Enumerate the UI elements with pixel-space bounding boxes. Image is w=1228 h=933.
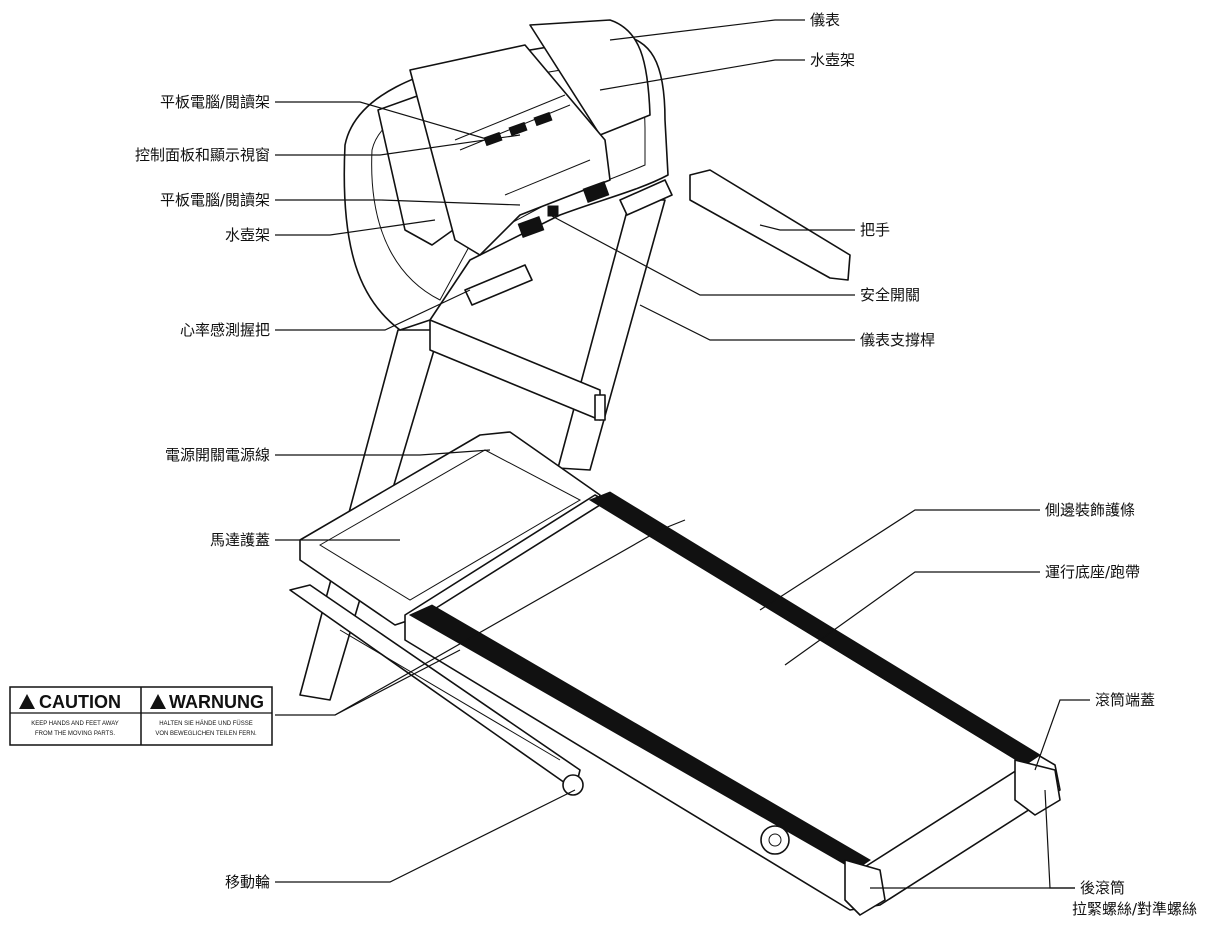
treadmill-illustration <box>289 19 1061 916</box>
caution-text-line1: KEEP HANDS AND FEET AWAY <box>31 721 119 727</box>
base-frame-left <box>289 584 581 791</box>
transport-wheel-rear <box>760 825 790 855</box>
label-roller-end-cap: 滾筒端蓋 <box>1095 691 1155 709</box>
callout-labels: 儀表 水壺架 平板電腦/閱讀架 控制面板和顯示視窗 平板電腦/閱讀架 水壺架 把… <box>135 11 1197 918</box>
left-side-rail <box>408 604 871 871</box>
warnung-title: WARNUNG <box>169 692 264 712</box>
right-upright <box>557 199 666 471</box>
label-console-upright: 儀表支撐桿 <box>860 331 935 349</box>
label-bottle-holder-left: 水壺架 <box>225 226 270 244</box>
rear-end-cap-right <box>1014 759 1061 816</box>
label-tension-bolts: 拉緊螺絲/對準螺絲 <box>1072 900 1197 918</box>
caution-text-line2: FROM THE MOVING PARTS. <box>35 731 115 737</box>
label-side-rail: 側邊裝飾護條 <box>1045 501 1135 519</box>
warnung-warning-icon <box>150 694 166 709</box>
caution-title: CAUTION <box>39 692 121 712</box>
label-control-panel: 控制面板和顯示視窗 <box>135 146 270 164</box>
warnung-text-line2: VON BEWEGLICHEN TEILEN FERN. <box>155 731 257 737</box>
hr-grip-left <box>464 264 533 306</box>
left-bottle-holder <box>377 94 461 246</box>
label-tablet-holder-bottom: 平板電腦/閱讀架 <box>160 191 270 209</box>
callout-lines <box>275 19 1090 889</box>
label-handlebar: 把手 <box>860 221 890 239</box>
rear-end-cap-left <box>844 859 886 916</box>
label-heart-rate-grip: 心率感測握把 <box>180 321 270 339</box>
label-console: 儀表 <box>810 11 840 29</box>
label-motor-hood: 馬達護蓋 <box>210 531 270 549</box>
hr-grip-right <box>619 179 673 216</box>
label-tablet-holder-top: 平板電腦/閱讀架 <box>160 93 270 111</box>
label-bottle-holder-right: 水壺架 <box>810 51 855 69</box>
right-bottle-holder <box>529 19 651 136</box>
label-safety-key: 安全開關 <box>860 286 920 304</box>
transport-wheel-front <box>562 774 584 796</box>
right-handlebar <box>689 169 851 281</box>
warning-sign: CAUTION WARNUNG KEEP HANDS AND FEET AWAY… <box>9 686 273 746</box>
lower-crossbar <box>429 319 601 421</box>
label-deck-belt: 運行底座/跑帶 <box>1045 563 1140 581</box>
warnung-text-line1: HALTEN SIE HÄNDE UND FÜSSE <box>159 720 253 727</box>
caution-warning-icon <box>19 694 35 709</box>
label-transport-wheel: 移動輪 <box>225 873 270 891</box>
label-rear-roller: 後滾筒 <box>1080 879 1125 897</box>
label-power-switch-cord: 電源開關電源線 <box>165 446 270 464</box>
